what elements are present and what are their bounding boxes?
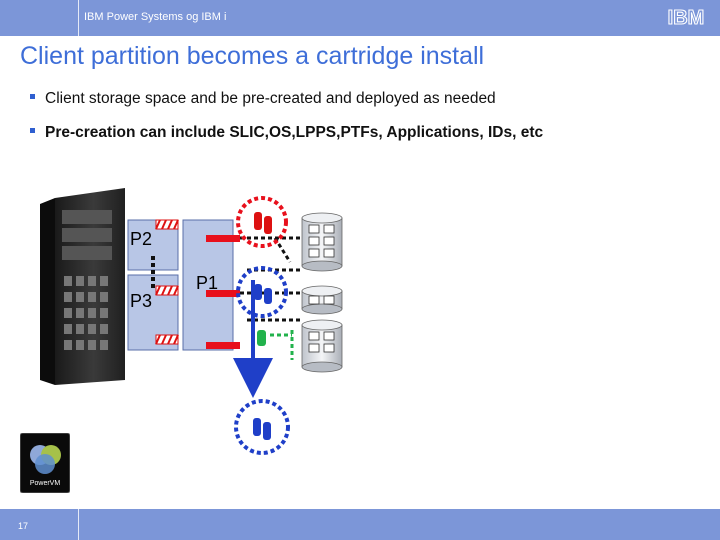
bullet-item: Pre-creation can include SLIC,OS,LPPS,PT… — [30, 124, 543, 142]
server-tower-icon — [40, 188, 125, 385]
top-bar: IBM Power Systems og IBM i IBM — [0, 0, 720, 36]
top-bar-divider — [78, 0, 79, 36]
bottom-bar: 17 — [0, 509, 720, 540]
partition-p2-label: P2 — [130, 229, 152, 249]
powervm-badge-text: PowerVM — [30, 480, 61, 487]
bullet-item: Client storage space and be pre-created … — [30, 90, 496, 108]
partition-diagram: P2 P3 P1 — [40, 188, 343, 455]
disk-array-icon — [301, 285, 343, 315]
page-number: 17 — [18, 521, 29, 531]
bullet-marker — [30, 94, 35, 100]
header-title: IBM Power Systems og IBM i — [84, 11, 227, 23]
red-disk-ring-icon — [236, 196, 288, 248]
red-connector-icon — [206, 235, 240, 349]
virtual-adapter-icon — [155, 334, 179, 345]
powervm-badge: PowerVM — [20, 433, 70, 493]
bottom-bar-divider — [78, 509, 79, 540]
disk-array-icon — [301, 319, 343, 373]
blue-disk-ring-icon — [236, 266, 288, 318]
partition-p1-label: P1 — [196, 273, 218, 293]
storage-link — [273, 237, 292, 263]
slide-title: Client partition becomes a cartridge ins… — [20, 42, 485, 70]
green-disk-icon — [257, 330, 266, 346]
bullet-marker — [30, 128, 35, 134]
blue-disk-ring-icon — [234, 399, 290, 455]
bullet-text: Client storage space and be pre-created … — [45, 90, 496, 107]
virtual-adapter-icon — [155, 219, 179, 230]
bullet-text: Pre-creation can include SLIC,OS,LPPS,PT… — [45, 124, 544, 141]
ibm-logo: IBM — [667, 6, 705, 29]
disk-array-icon — [301, 212, 343, 272]
partition-p3-label: P3 — [130, 291, 152, 311]
virtual-adapter-icon — [155, 285, 179, 296]
ibm-logo-text: IBM — [668, 7, 705, 29]
